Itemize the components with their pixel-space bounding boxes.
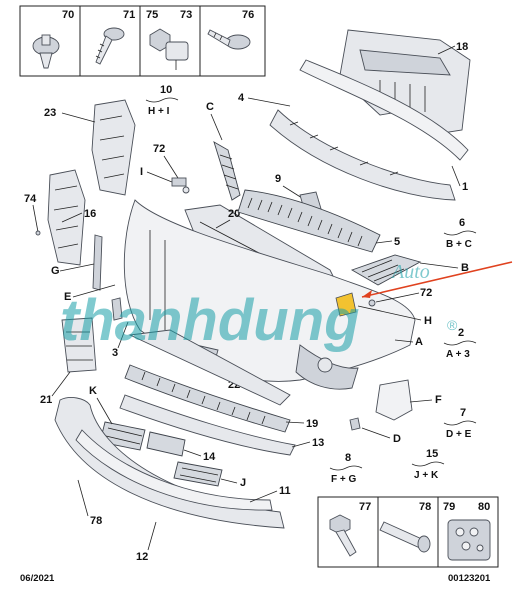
- label-9: 9: [275, 173, 281, 185]
- label-11: 11: [279, 485, 291, 497]
- label-23: 23: [44, 107, 56, 119]
- fastener-box-top: 70 71 75 73 76: [19, 5, 266, 77]
- part-G-side-strip: [92, 234, 103, 291]
- label-2-sub: A + 3: [446, 349, 470, 360]
- label-21: 21: [40, 394, 52, 406]
- label-E: E: [64, 291, 71, 303]
- label-74: 74: [24, 193, 37, 205]
- part-D-clip: [349, 417, 361, 431]
- part-11-skid-plate: [75, 429, 273, 511]
- washer-screw-icon: [207, 29, 251, 50]
- hex-bolt-icon: [329, 514, 357, 557]
- part-F-fog-light: [375, 379, 413, 421]
- part-J-insert: [173, 461, 223, 487]
- diagram-date: 06/2021: [20, 573, 55, 584]
- fastener-box-bottom: 77 78 79 80: [317, 496, 499, 568]
- label-C: C: [206, 101, 214, 113]
- fastener-label-79: 79: [443, 501, 455, 513]
- fastener-label-75: 75: [146, 9, 158, 21]
- label-10-sub: H + I: [148, 106, 170, 117]
- part-5-grille: [237, 189, 381, 253]
- push-pin-clip-icon: [32, 34, 60, 69]
- label-8: 8: [345, 452, 351, 464]
- fastener-label-70: 70: [62, 9, 74, 21]
- label-8-sub: F + G: [331, 474, 357, 485]
- part-H-highlight-bracket: [335, 292, 376, 317]
- fastener-kit-icon: [447, 519, 491, 561]
- label-6-sub: B + C: [446, 239, 472, 250]
- label-1: 1: [462, 181, 468, 193]
- watermark: thanhdung Auto ®: [60, 261, 458, 353]
- fastener-label-77: 77: [359, 501, 371, 513]
- part-16-left-bracket: [47, 169, 86, 266]
- fastener-label-76: 76: [242, 9, 254, 21]
- red-arrow-icon: [361, 261, 513, 298]
- label-78: 78: [90, 515, 102, 527]
- part-bumper-cover: [123, 199, 416, 390]
- label-B: B: [461, 262, 469, 274]
- label-72a: 72: [153, 143, 165, 155]
- part-1-bracket: [269, 109, 456, 201]
- part-4-upper-bar: [299, 59, 469, 161]
- label-I: I: [140, 166, 143, 178]
- label-G: G: [51, 265, 60, 277]
- part-B-fog-trim: [350, 254, 422, 286]
- label-J: J: [240, 477, 246, 489]
- label-D: D: [393, 433, 401, 445]
- diagram-reference: 00123201: [448, 573, 491, 584]
- label-2: 2: [458, 327, 464, 339]
- label-15-sub: J + K: [414, 470, 439, 481]
- label-F: F: [435, 394, 442, 406]
- label-16: 16: [84, 208, 96, 220]
- label-6: 6: [459, 217, 465, 229]
- label-5: 5: [394, 236, 400, 248]
- flange-screw-icon: [95, 27, 125, 65]
- fastener-label-73: 73: [180, 9, 192, 21]
- label-15: 15: [426, 448, 438, 460]
- label-13: 13: [312, 437, 324, 449]
- part-I-clip: [171, 177, 190, 194]
- watermark-sub: Auto: [390, 261, 430, 283]
- label-12: 12: [136, 551, 148, 563]
- label-7-sub: D + E: [446, 429, 472, 440]
- fastener-label-80: 80: [478, 501, 490, 513]
- part-E-clip: [111, 297, 123, 321]
- fastener-label-71: 71: [123, 9, 135, 21]
- label-7: 7: [460, 407, 466, 419]
- part-21-corner-bracket: [61, 317, 97, 373]
- part-3-lower-strip: [128, 329, 291, 406]
- label-H: H: [424, 315, 432, 327]
- part-19-lower-grille-bar: [124, 364, 291, 433]
- pin-icon: [379, 521, 431, 553]
- label-19: 19: [306, 418, 318, 430]
- label-3: 3: [112, 347, 118, 359]
- watermark-text: thanhdung: [60, 288, 360, 353]
- part-23-side-bracket: [91, 99, 136, 196]
- part-18-radiator-support: [339, 29, 471, 136]
- label-72b: 72: [420, 287, 432, 299]
- label-18: 18: [456, 41, 468, 53]
- label-10: 10: [160, 84, 172, 96]
- label-4: 4: [238, 92, 245, 104]
- label-K: K: [89, 385, 97, 397]
- part-14-insert: [146, 431, 186, 457]
- label-14: 14: [203, 451, 216, 463]
- part-C-side-trim: [213, 141, 241, 201]
- fastener-label-78: 78: [419, 501, 431, 513]
- part-13-lower-grille: [119, 394, 296, 456]
- clip-icon: [165, 41, 189, 70]
- label-A: A: [415, 336, 423, 348]
- label-20: 20: [228, 208, 240, 220]
- watermark-mark: ®: [447, 317, 458, 333]
